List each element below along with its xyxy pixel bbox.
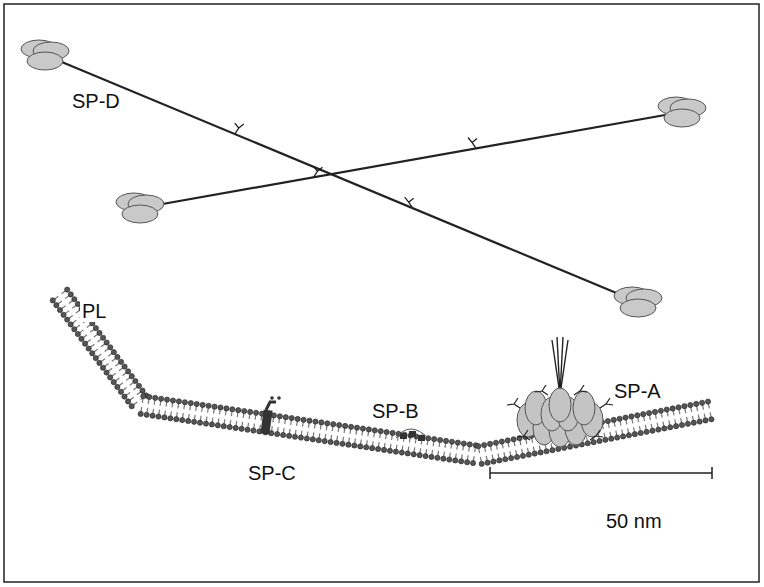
crd-head — [21, 40, 69, 70]
frame — [4, 4, 759, 582]
scale-bar-tick — [711, 467, 713, 479]
membrane-proteins — [260, 337, 613, 447]
protein-label: SP-A — [612, 380, 663, 402]
sp-b-block — [409, 431, 416, 437]
collagen-rod — [45, 55, 638, 302]
sp-a-bouquet — [507, 337, 613, 447]
sp-b-block — [418, 435, 425, 441]
scale-bar-tick — [489, 467, 491, 479]
sp-c-tail — [266, 402, 276, 410]
glycan-mark — [235, 123, 244, 134]
glycan-mark — [405, 197, 414, 208]
lipid-label: PL — [80, 300, 108, 322]
crd-head — [116, 193, 164, 223]
glycan-mark — [313, 166, 322, 177]
sp-b-block — [400, 433, 407, 439]
scale-label: 50 nm — [604, 510, 664, 532]
sp-b-loop — [396, 429, 428, 438]
scale-bar — [490, 472, 712, 474]
crd-head — [614, 287, 662, 317]
protein-label: SP-C — [246, 462, 298, 484]
crd-head — [658, 97, 706, 127]
protein-label: SP-D — [70, 90, 122, 112]
protein-label: SP-B — [370, 400, 421, 422]
glycan-mark — [468, 137, 477, 148]
sp-d-molecule — [21, 40, 706, 317]
collagen-rod — [140, 112, 682, 208]
sp-c-helix — [260, 410, 272, 435]
phospholipid-bilayer — [50, 287, 714, 466]
